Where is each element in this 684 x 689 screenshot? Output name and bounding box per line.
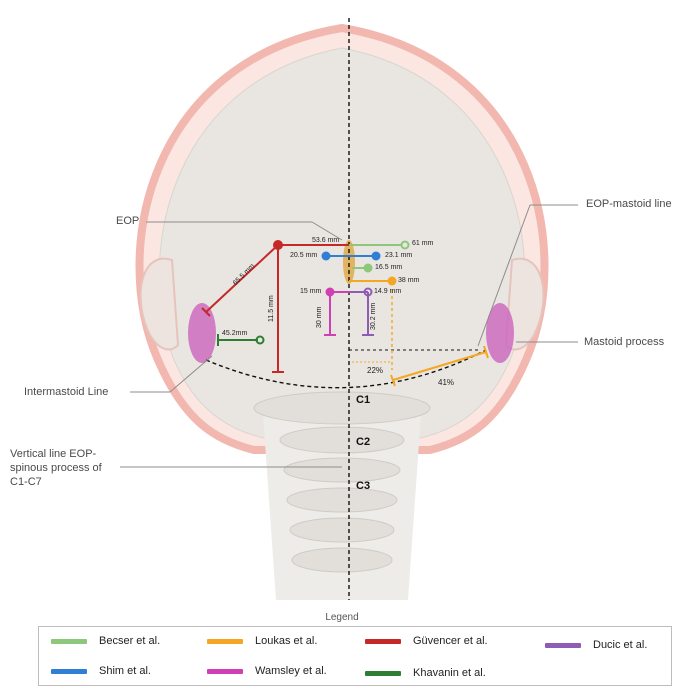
legend-swatch-khavanin (365, 671, 401, 676)
meas-becser-61: 61 mm (412, 240, 433, 247)
legend-title: Legend (0, 612, 684, 623)
meas-guvencer-53-6: 53.6 mm (312, 237, 339, 244)
meas-shim-23-1: 23.1 mm (385, 252, 412, 259)
label-vertical-line: Vertical line EOP-spinous process of C1-… (10, 448, 110, 489)
legend-swatch-guvencer (365, 639, 401, 644)
label-intermastoid-line: Intermastoid Line (24, 386, 108, 400)
legend-swatch-ducic (545, 643, 581, 648)
legend-label-ducic: Ducic et al. (593, 639, 647, 651)
legend-swatch-loukas (207, 639, 243, 644)
legend-label-loukas: Loukas et al. (255, 635, 317, 647)
legend-item-khavanin: Khavanin et al. (365, 667, 486, 679)
label-eop: EOP (116, 215, 139, 229)
vertebra-c1: C1 (356, 394, 370, 406)
meas-ducic-30-2: 30.2 mm (370, 303, 377, 330)
legend-item-ducic: Ducic et al. (545, 639, 647, 651)
meas-becser-16-5: 16.5 mm (375, 264, 402, 271)
legend-label-wamsley: Wamsley et al. (255, 665, 327, 677)
label-eop-mastoid-line: EOP-mastoid line (586, 198, 672, 212)
label-mastoid-process: Mastoid process (584, 336, 664, 350)
vertebra-c3: C3 (356, 480, 370, 492)
legend-label-shim: Shim et al. (99, 665, 151, 677)
legend-item-shim: Shim et al. (51, 665, 151, 677)
legend-swatch-becser (51, 639, 87, 644)
meas-khavanin-45-2: 45.2mm (222, 330, 247, 337)
legend-item-loukas: Loukas et al. (207, 635, 317, 647)
legend-swatch-shim (51, 669, 87, 674)
legend-label-guvencer: Güvencer et al. (413, 635, 488, 647)
meas-shim-20-5: 20.5 mm (290, 252, 317, 259)
meas-wamsley-15: 15 mm (300, 288, 321, 295)
legend-item-guvencer: Güvencer et al. (365, 635, 488, 647)
legend-item-wamsley: Wamsley et al. (207, 665, 327, 677)
pct-22: 22% (367, 366, 383, 375)
legend-item-becser: Becser et al. (51, 635, 160, 647)
vertebra-c2: C2 (356, 436, 370, 448)
mastoid-left (188, 303, 216, 363)
legend: Becser et al. Loukas et al. Güvencer et … (38, 626, 672, 686)
legend-label-becser: Becser et al. (99, 635, 160, 647)
meas-loukas-38: 38 mm (398, 277, 419, 284)
meas-guvencer-11-5: 11.5 mm (268, 295, 275, 322)
pct-41: 41% (438, 378, 454, 387)
meas-wamsley-30: 30 mm (316, 307, 323, 328)
legend-label-khavanin: Khavanin et al. (413, 667, 486, 679)
legend-swatch-wamsley (207, 669, 243, 674)
meas-ducic-14-9: 14.9 mm (374, 288, 401, 295)
